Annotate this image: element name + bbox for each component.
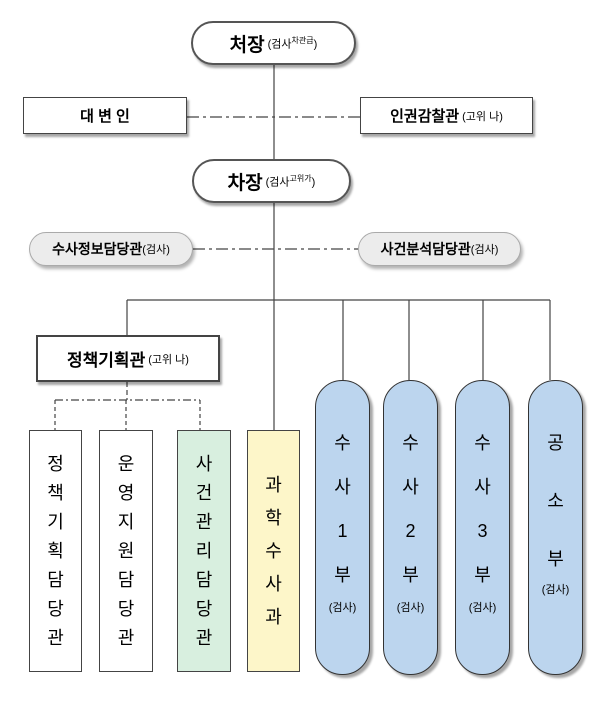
department-char: 부 (334, 565, 351, 585)
department-note: (검사) (541, 584, 570, 596)
unit-char: 학 (265, 507, 282, 528)
department-char: 공 (547, 433, 564, 453)
counsel-title: 대 변 인 (80, 108, 130, 125)
unit-char: 건 (195, 482, 213, 503)
policy-planning-box: 정책기획관 (고위 나) (36, 335, 220, 382)
chief-box: 처장 (검사차관급) (191, 21, 356, 65)
unit-char: 사 (195, 453, 213, 474)
department-note: (검사) (328, 602, 357, 614)
human-rights-box: 인권감찰관 (고위 나) (360, 97, 533, 134)
unit-char: 영 (117, 482, 135, 503)
unit-char: 관 (195, 627, 213, 648)
policy-planning-title: 정책기획관 (67, 351, 146, 370)
unit-char: 과 (265, 606, 282, 627)
unit-char: 당 (195, 598, 213, 619)
department-char: 2 (405, 521, 416, 541)
unit-char: 원 (117, 540, 135, 561)
unit-char: 사 (265, 573, 282, 594)
chief-title: 처장 (229, 34, 265, 56)
unit-char: 관 (195, 511, 213, 532)
case-analysis-note: (검사) (470, 244, 499, 256)
unit-char: 관 (47, 627, 64, 648)
department-char: 수 (402, 433, 419, 453)
unit-policy-planning-officer: 정 책 기 획 담 당 관 (29, 430, 82, 672)
unit-char: 관 (117, 627, 135, 648)
unit-char: 수 (265, 540, 282, 561)
department-note: (검사) (396, 602, 425, 614)
unit-char: 담 (195, 569, 213, 590)
department-char: 수 (334, 433, 351, 453)
deputy-title: 차장 (227, 172, 263, 194)
counsel-box: 대 변 인 (23, 97, 187, 134)
deputy-box: 차장 (검사고위가) (192, 159, 351, 203)
department-char: 1 (337, 521, 348, 541)
department-char: 부 (547, 549, 564, 569)
department-char: 사 (474, 477, 491, 497)
unit-char: 당 (117, 598, 135, 619)
chief-note: (검사차관급) (267, 35, 318, 51)
department-prosecution: 공 소 부 (검사) (528, 380, 583, 675)
deputy-note: (검사고위가) (265, 173, 316, 189)
unit-char: 과 (265, 474, 282, 495)
department-char: 수 (474, 433, 491, 453)
department-note: (검사) (468, 602, 497, 614)
investigation-info-box: 수사정보담당관 (검사) (29, 232, 193, 266)
unit-char: 당 (47, 598, 64, 619)
unit-char: 책 (47, 482, 64, 503)
unit-forensic-investigation-division: 과 학 수 사 과 (247, 430, 300, 672)
unit-char: 리 (195, 540, 213, 561)
department-char: 부 (402, 565, 419, 585)
department-investigation-2: 수 사 2 부 (검사) (383, 380, 438, 675)
policy-planning-note: (고위 나) (148, 353, 189, 366)
department-char: 부 (474, 565, 491, 585)
department-investigation-3: 수 사 3 부 (검사) (455, 380, 510, 675)
department-char: 사 (402, 477, 419, 497)
department-char: 소 (547, 491, 564, 511)
unit-char: 담 (47, 569, 64, 590)
case-analysis-box: 사건분석담당관 (검사) (358, 232, 521, 266)
unit-operations-support-officer: 운 영 지 원 담 당 관 (99, 430, 153, 672)
department-investigation-1: 수 사 1 부 (검사) (315, 380, 370, 675)
department-char: 3 (477, 521, 488, 541)
human-rights-note: (고위 나) (462, 110, 503, 123)
human-rights-title: 인권감찰관 (390, 108, 460, 125)
unit-char: 정 (47, 453, 64, 474)
unit-char: 획 (47, 540, 64, 561)
unit-char: 운 (117, 453, 135, 474)
case-analysis-title: 사건분석담당관 (380, 241, 471, 257)
unit-char: 담 (117, 569, 135, 590)
unit-char: 지 (117, 511, 135, 532)
unit-case-management-officer: 사 건 관 리 담 당 관 (177, 430, 231, 672)
department-char: 사 (334, 477, 351, 497)
investigation-info-note: (검사) (142, 244, 170, 256)
investigation-info-title: 수사정보담당관 (52, 241, 143, 257)
unit-char: 기 (47, 511, 64, 532)
